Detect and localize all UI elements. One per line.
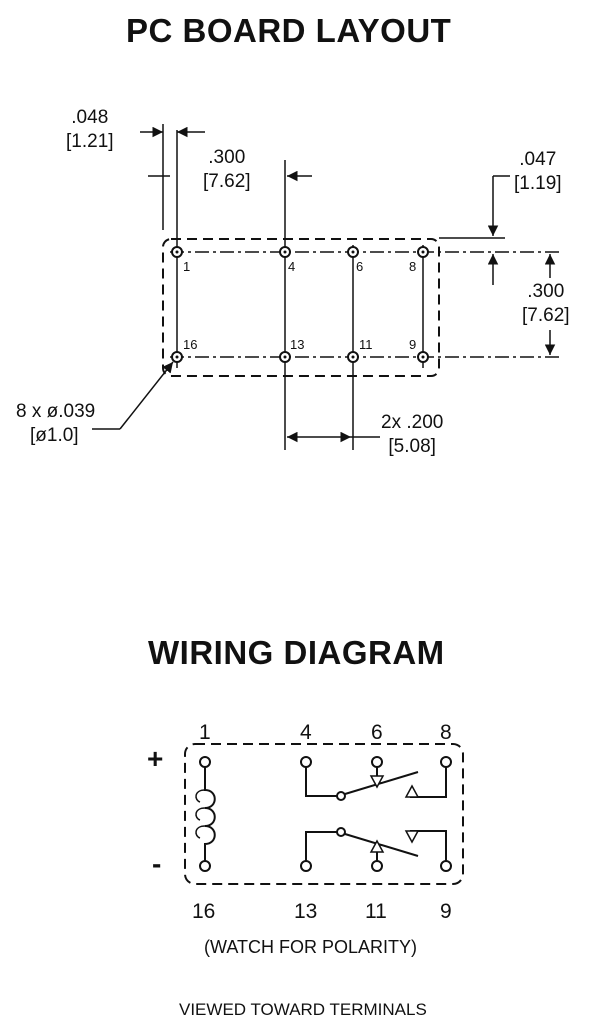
polarity-minus: - — [152, 848, 162, 879]
dim-pin-spacing: .300 [7.62] — [203, 147, 251, 192]
terminal-4 — [300, 756, 312, 768]
wiring-label-1: 1 — [199, 721, 211, 744]
terminal-9 — [440, 860, 452, 872]
polarity-plus: + — [147, 743, 164, 774]
pin-label-1: 1 — [183, 259, 191, 274]
upper-contact-set — [305, 767, 447, 801]
pin-label-13: 13 — [290, 337, 305, 352]
wiring-label-9: 9 — [440, 900, 452, 923]
terminal-13 — [300, 860, 312, 872]
pin-label-8: 8 — [409, 259, 417, 274]
pcb-title: PC BOARD LAYOUT — [126, 12, 452, 49]
wiring-label-4: 4 — [300, 721, 312, 744]
terminal-16 — [199, 860, 211, 872]
terminal-1 — [199, 756, 211, 768]
coil-symbol — [204, 767, 216, 861]
lower-contact-set — [305, 827, 447, 861]
wiring-label-6: 6 — [371, 721, 383, 744]
dim-pin-width: .048 [1.21] — [66, 107, 114, 152]
dim-pitch: 2x .200 [5.08] — [381, 412, 444, 457]
terminal-6 — [371, 756, 383, 768]
dim-row-spacing: .300 [7.62] — [522, 281, 570, 326]
wiring-title: WIRING DIAGRAM — [148, 634, 445, 671]
pin-label-16: 16 — [183, 337, 198, 352]
terminal-8 — [440, 756, 452, 768]
pin-label-11: 11 — [359, 337, 373, 352]
pin-label-6: 6 — [356, 259, 364, 274]
wiring-label-11: 11 — [365, 900, 387, 923]
relay-outline — [184, 743, 464, 885]
pcb-outline — [162, 238, 440, 377]
wiring-label-16: 16 — [192, 900, 216, 923]
wiring-label-13: 13 — [294, 900, 318, 923]
dim-hole-diameter: 8 x ø.039 [ø1.0] — [16, 401, 96, 446]
pin-label-9: 9 — [409, 337, 417, 352]
pin-label-4: 4 — [288, 259, 296, 274]
polarity-note: (WATCH FOR POLARITY) — [204, 937, 417, 957]
view-note: VIEWED TOWARD TERMINALS — [179, 1000, 427, 1019]
dim-offset: .047 [1.19] — [514, 149, 562, 194]
terminal-11 — [371, 860, 383, 872]
wiring-label-8: 8 — [440, 721, 452, 744]
